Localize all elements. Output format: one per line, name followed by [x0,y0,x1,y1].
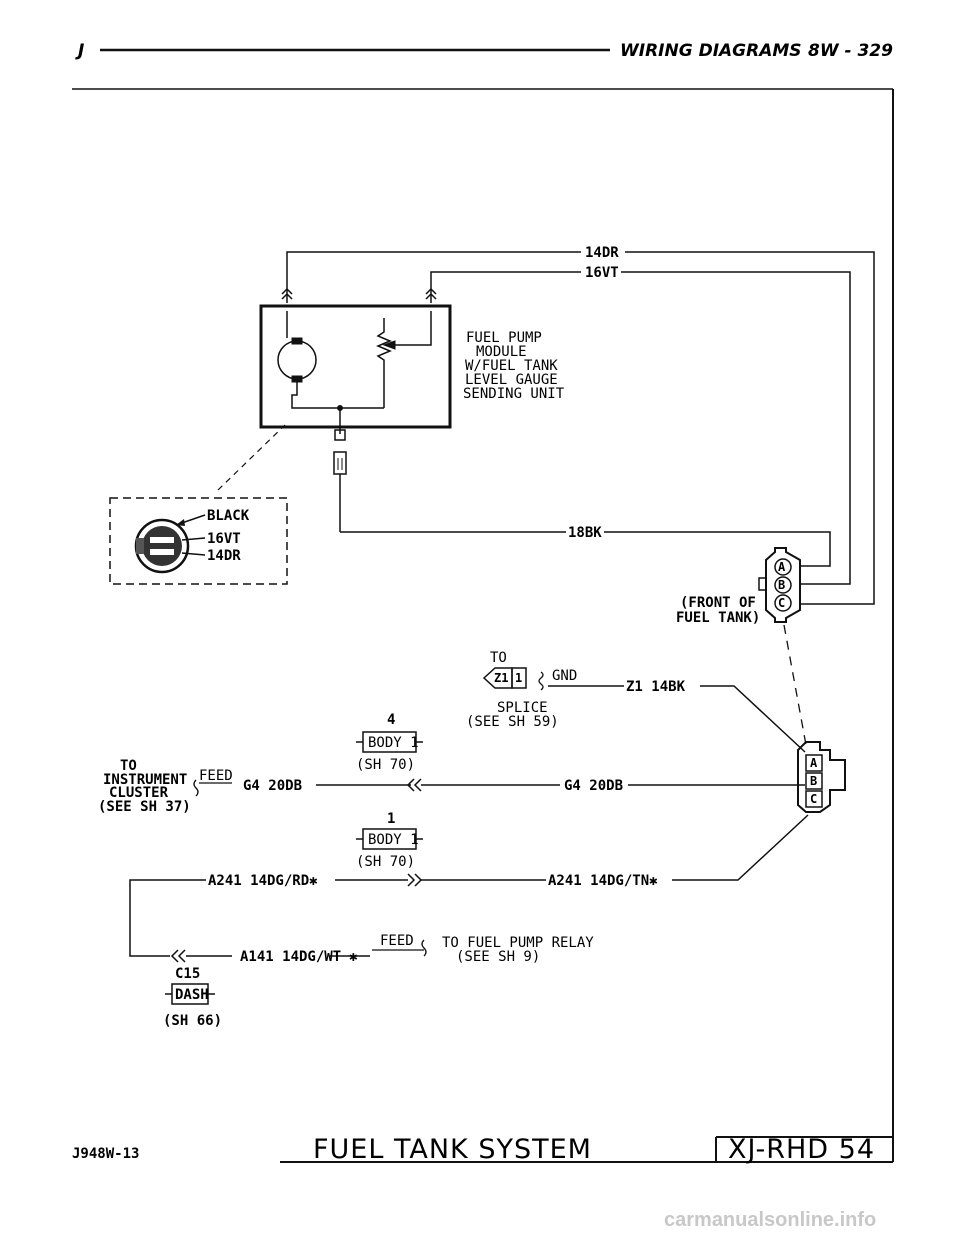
wire-a141 [170,949,370,963]
svg-text:W/FUEL TANK: W/FUEL TANK [465,358,558,374]
module-connector-icon [281,287,437,300]
svg-text:FEED: FEED [380,933,414,949]
svg-text:Z1: Z1 [494,671,508,685]
gnd-label: GND [552,668,577,684]
connector-14dr-label: 14DR [207,548,241,564]
front-of-tank-label-2: FUEL TANK) [676,610,760,626]
svg-text:C15: C15 [175,966,200,982]
wire-g4-right-label: G4 20DB [564,778,623,794]
diagram-frame [72,88,894,1163]
svg-text:(SH 70): (SH 70) [356,854,415,870]
svg-text:TO FUEL PUMP RELAY: TO FUEL PUMP RELAY [442,935,594,951]
fuel-pump-relay-ref: FEED TO FUEL PUMP RELAY (SEE SH 9) [372,933,594,965]
watermark: carmanualsonline.info [664,1209,876,1231]
module-label: FUEL PUMP MODULE W/FUEL TANK LEVEL GAUGE… [463,330,565,402]
svg-text:FUEL PUMP: FUEL PUMP [466,330,542,346]
svg-text:B: B [810,774,817,788]
svg-text:(SEE SH 9): (SEE SH 9) [456,949,540,965]
wire-a241-left-label: A241 14DG/RD✱ [208,873,318,889]
wire-z1-label: Z1 14BK [626,679,686,695]
svg-text:SENDING UNIT: SENDING UNIT [463,386,565,402]
c15-dash-connector: C15 DASH (SH 66) [163,966,222,1029]
svg-text:DASH: DASH [175,987,209,1003]
body-connector-top: 4 BODY 1 (SH 70) [356,712,423,773]
svg-text:C: C [778,596,785,610]
footer-code: J948W-13 [72,1146,139,1162]
svg-text:LEVEL GAUGE: LEVEL GAUGE [465,372,558,388]
footer-ref: XJ-RHD 54 [728,1134,875,1165]
sender-connector: A B C [797,741,846,813]
pin-b-icon [774,576,792,594]
wire-16vt-label: 16VT [585,265,619,281]
splice-to-label: TO [490,650,507,666]
svg-text:A: A [778,560,786,574]
wire-14dr-label: 14DR [585,245,619,261]
connector-link-dash [783,624,807,746]
wire-a141-label: A141 14DG/WT✱ [240,949,358,965]
svg-text:TO: TO [120,758,137,774]
header-page: 8W - 329 [808,41,893,61]
front-of-tank-label-1: (FRONT OF [680,595,756,611]
svg-text:MODULE: MODULE [476,344,527,360]
instrument-cluster-ref: TO INSTRUMENT CLUSTER (SEE SH 37) FEED [98,758,233,815]
wire-16vt [430,271,851,585]
svg-text:C: C [810,792,817,806]
svg-text:A: A [810,756,818,770]
splice-label: SPLICE [497,700,548,716]
fuel-tank-connector: A B C (FRONT OF FUEL TANK) [676,547,801,626]
svg-text:INSTRUMENT: INSTRUMENT [103,772,187,788]
footer-title: FUEL TANK SYSTEM [313,1134,592,1165]
sender-resistor-icon [376,318,392,408]
svg-text:(SH 66): (SH 66) [163,1013,222,1029]
splice-ref: (SEE SH 59) [466,714,559,730]
connector-black-label: BLACK [207,508,250,524]
svg-text:1: 1 [387,811,395,827]
svg-text:(SEE SH 37): (SEE SH 37) [98,799,191,815]
pin-c-icon [774,594,792,612]
svg-text:(SH 70): (SH 70) [356,757,415,773]
svg-text:FEED: FEED [199,768,233,784]
svg-text:4: 4 [387,712,395,728]
svg-text:1: 1 [515,671,522,685]
header-letter: J [75,41,84,61]
fuel-pump-module [259,290,452,532]
wire-g4 [316,778,805,792]
wire-18bk-label: 18BK [568,525,602,541]
header-title: WIRING DIAGRAMS [620,41,802,61]
connector-view: BLACK 16VT 14DR [109,424,288,585]
wire-14dr [286,251,875,605]
body-connector-bottom: 1 BODY 1 (SH 70) [356,811,423,870]
connector-16vt-label: 16VT [207,531,241,547]
ground-splice: TO Z1 1 GND Z1 14BK SPLICE (SEE SH 59) [466,650,806,753]
wire-g4-left-label: G4 20DB [243,778,302,794]
pump-motor-icon [277,340,317,380]
pin-a-icon [774,558,792,576]
svg-text:B: B [778,578,785,592]
svg-text:BODY 1: BODY 1 [368,832,419,848]
wire-a241-right-label: A241 14DG/TN✱ [548,873,658,889]
svg-text:CLUSTER: CLUSTER [109,785,169,801]
wire-a241 [129,814,809,957]
wire-18bk [340,531,831,567]
svg-text:BODY 1: BODY 1 [368,735,419,751]
